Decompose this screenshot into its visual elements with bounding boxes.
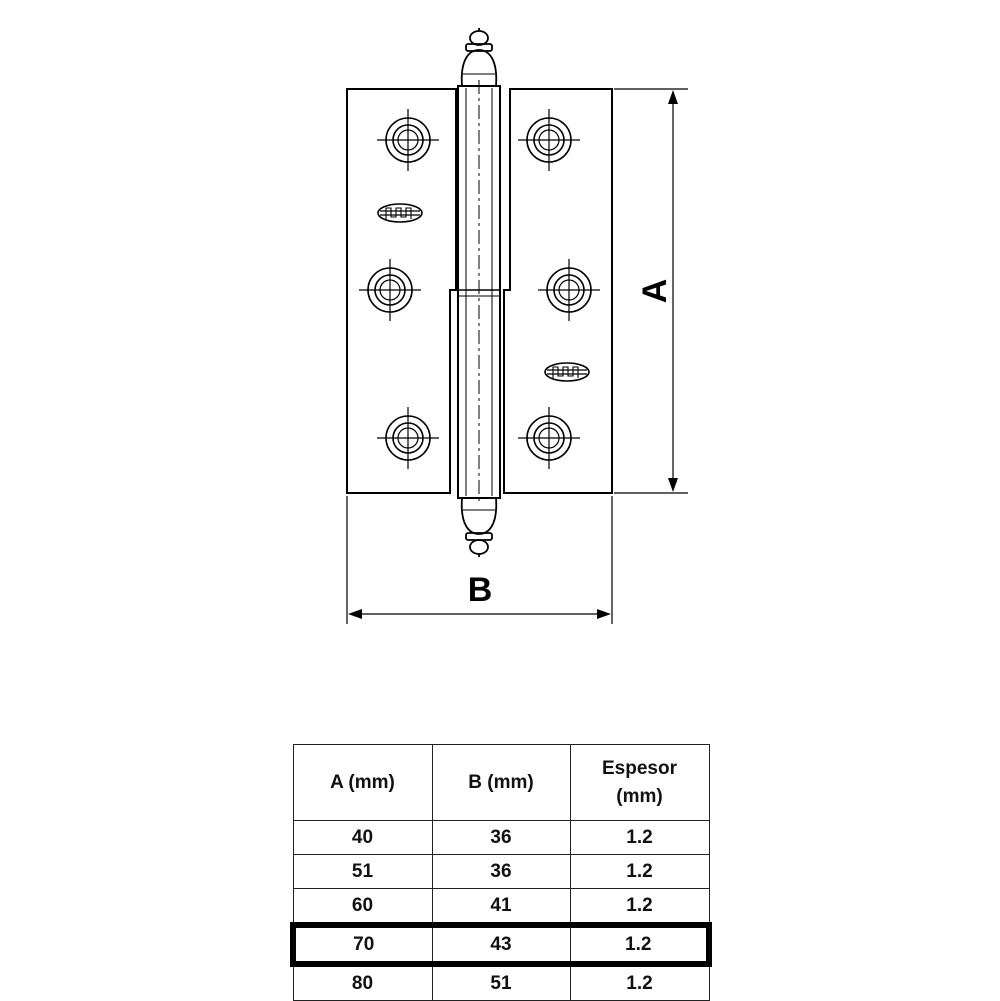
- header-espesor-line-1: Espesor: [602, 757, 677, 779]
- cell-a: 40: [292, 820, 433, 855]
- hinge-knuckle: [457, 80, 501, 505]
- maker-stamp-icon: [377, 203, 423, 223]
- cell-a: 80: [292, 963, 433, 1001]
- cell-b: 43: [431, 922, 571, 967]
- right-leaf: [503, 88, 613, 494]
- cell-espesor: 1.2: [569, 854, 710, 889]
- hinge-drawing: A B: [346, 28, 688, 624]
- table-row: 80 51 1.2: [292, 963, 710, 1001]
- table-header-row: A (mm) B (mm) Espesor (mm): [292, 744, 710, 821]
- cell-b: 36: [431, 854, 571, 889]
- cell-b: 41: [431, 888, 571, 926]
- screw-hole-icon: [517, 406, 581, 470]
- cell-espesor: 1.2: [569, 963, 710, 1001]
- left-leaf: [346, 88, 457, 494]
- header-espesor: Espesor (mm): [569, 744, 710, 821]
- dimension-a-label: A: [636, 279, 674, 304]
- cell-espesor: 1.2: [569, 922, 712, 967]
- cell-b: 36: [431, 820, 571, 855]
- finial-icon: [460, 497, 498, 557]
- table-row-highlighted: 70 43 1.2: [290, 922, 712, 967]
- header-a-mm: A (mm): [292, 744, 433, 821]
- finial-icon: [460, 28, 498, 87]
- screw-hole-icon: [376, 108, 440, 172]
- maker-stamp-icon: [544, 362, 590, 382]
- cell-b: 51: [431, 963, 571, 1001]
- screw-hole-icon: [517, 108, 581, 172]
- cell-espesor: 1.2: [569, 820, 710, 855]
- screw-hole-icon: [376, 406, 440, 470]
- dimension-a: [614, 88, 688, 494]
- table-row: 40 36 1.2: [292, 820, 710, 855]
- screw-hole-icon: [537, 258, 601, 322]
- dimension-b: [346, 496, 613, 624]
- cell-a: 70: [290, 922, 433, 967]
- table-row: 60 41 1.2: [292, 888, 710, 926]
- cell-espesor: 1.2: [569, 888, 710, 926]
- cell-a: 60: [292, 888, 433, 926]
- cell-a: 51: [292, 854, 433, 889]
- table-row: 51 36 1.2: [292, 854, 710, 889]
- header-espesor-line-2: (mm): [616, 785, 663, 807]
- dimension-b-label: B: [468, 571, 493, 609]
- header-b-mm: B (mm): [431, 744, 571, 821]
- dimensions-table: A (mm) B (mm) Espesor (mm) 40 36 1.2 51 …: [290, 744, 712, 1001]
- screw-hole-icon: [358, 258, 422, 322]
